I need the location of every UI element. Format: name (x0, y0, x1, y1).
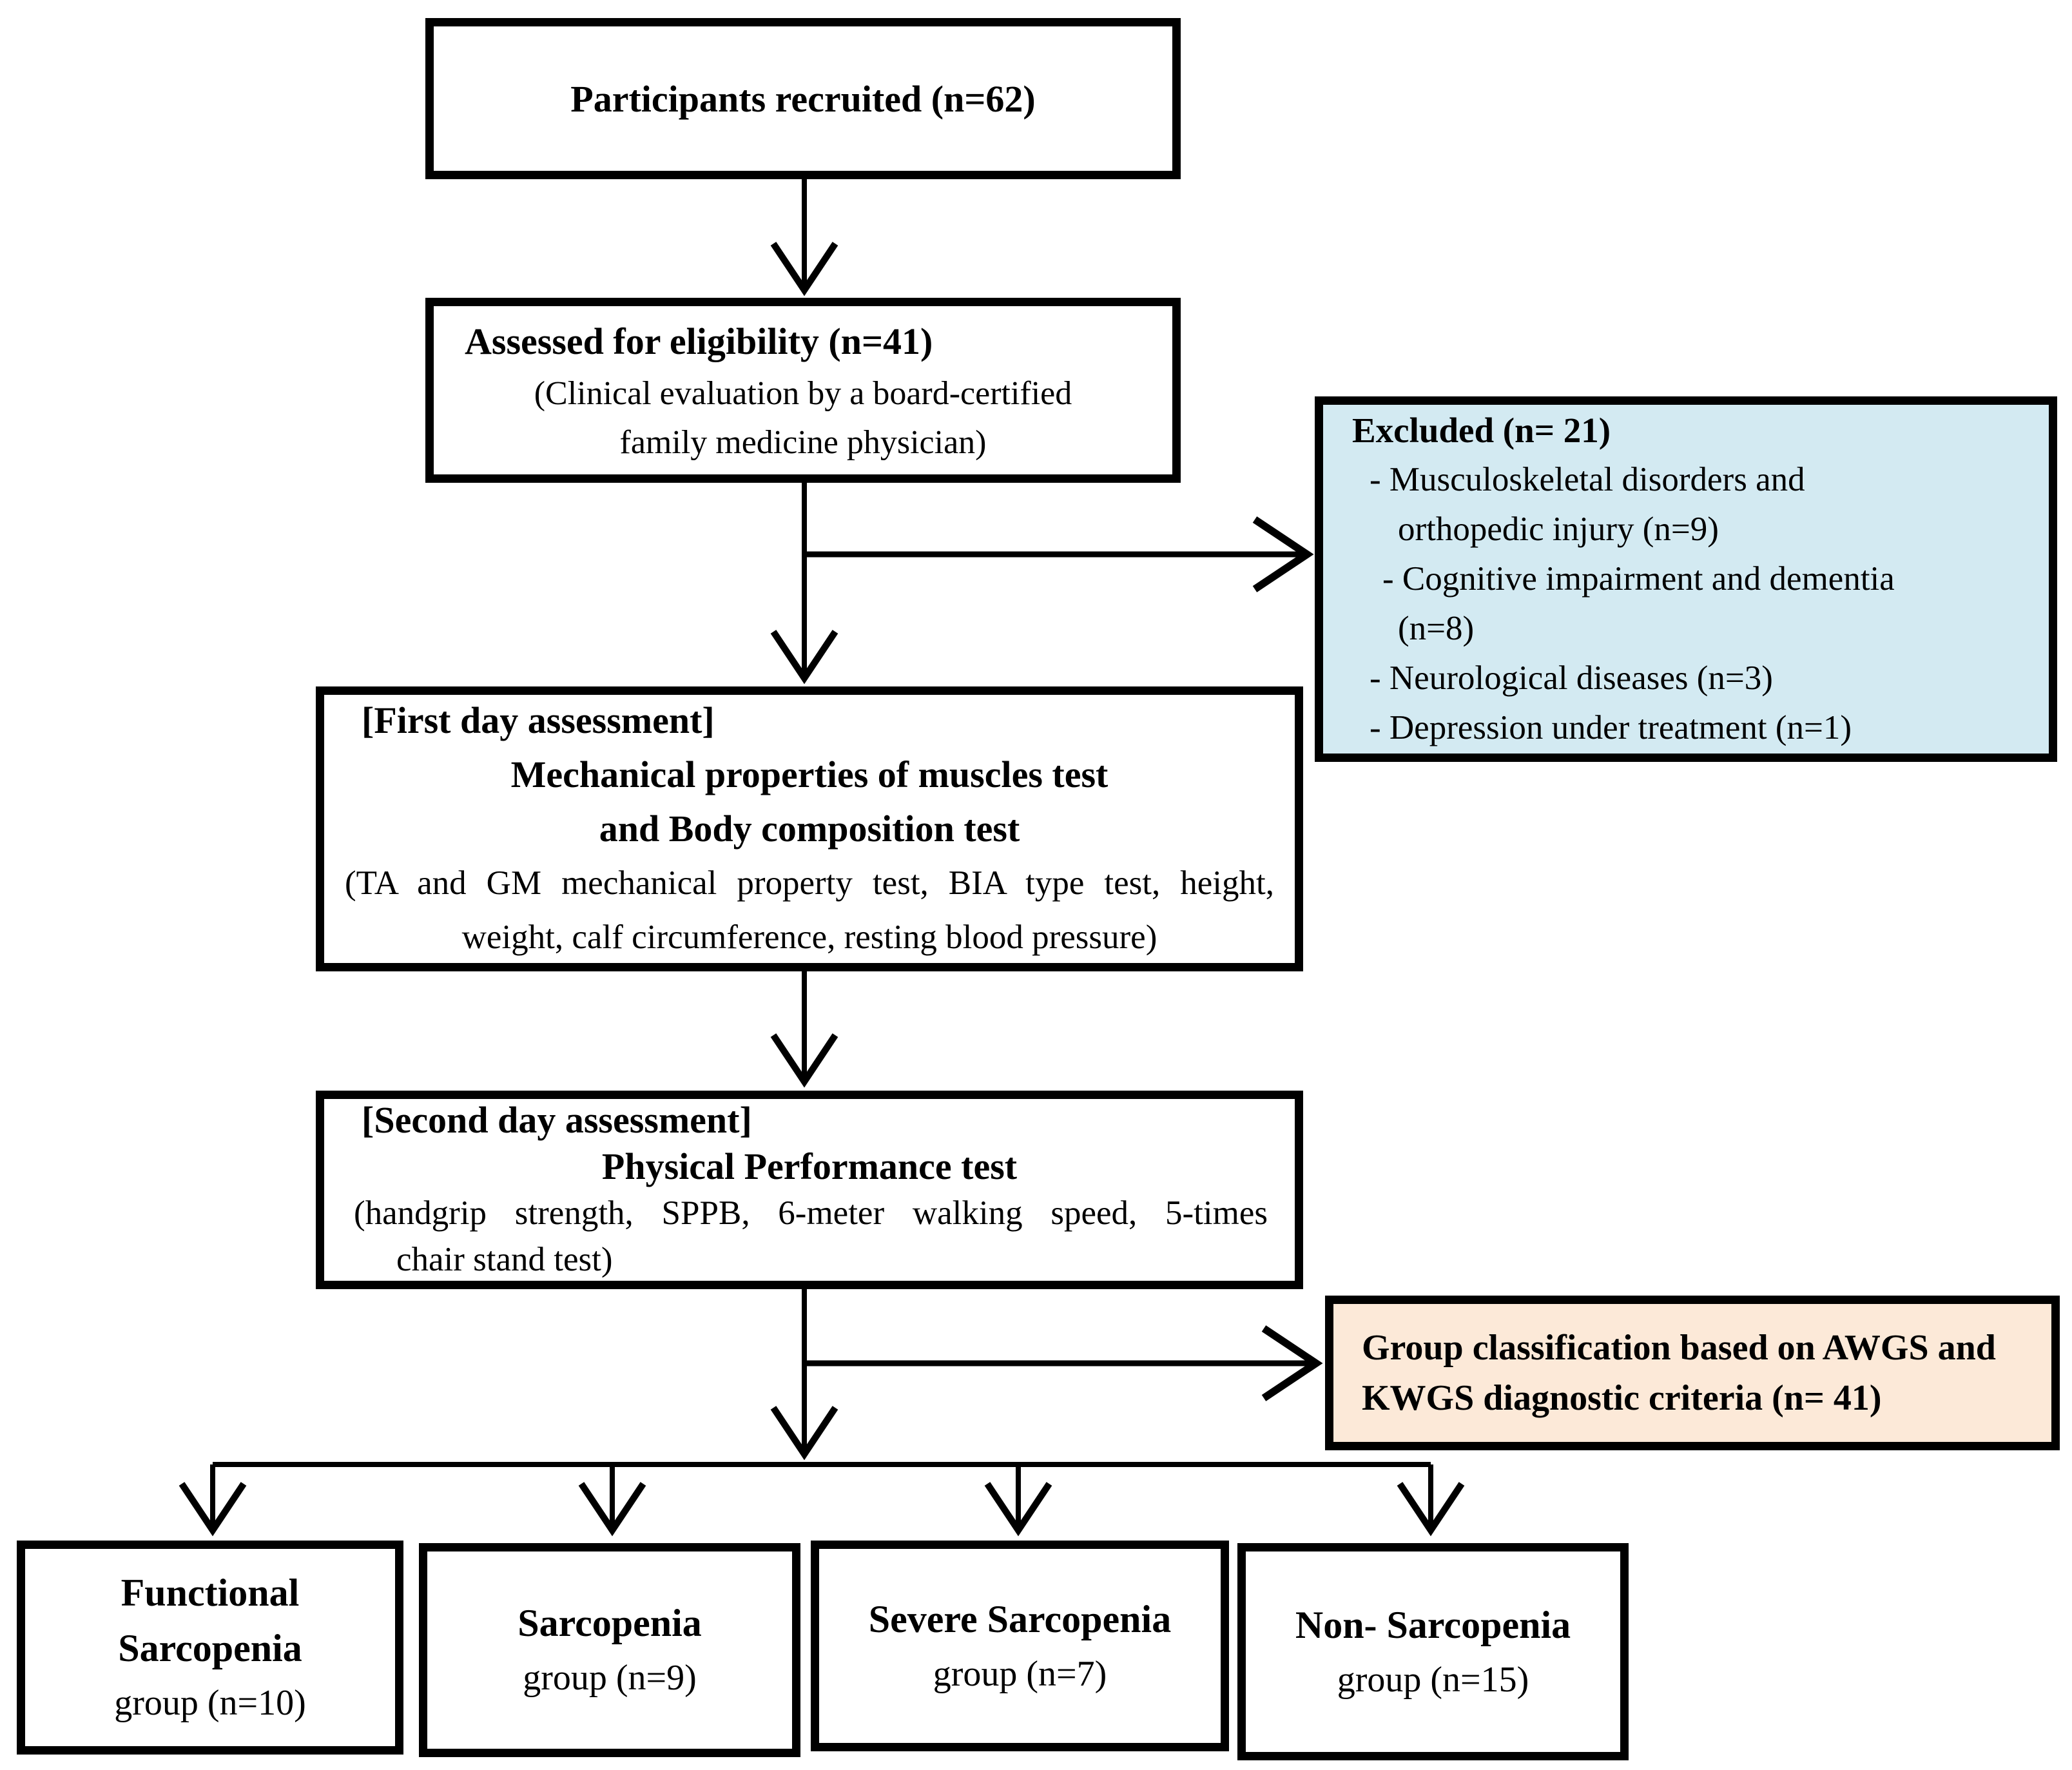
firstday-subtext-line1: (TA and GM mechanical property test, BIA… (345, 864, 1274, 902)
box-group-classification: Group classification based on AWGS and K… (1325, 1296, 2060, 1450)
box-severe-sarcopenia-group: Severe Sarcopenia group (n=7) (811, 1541, 1229, 1751)
box-assessed-for-eligibility: Assessed for eligibility (n=41) (Clinica… (425, 298, 1181, 483)
secondday-title: Physical Performance test (601, 1145, 1018, 1187)
group-count-line: group (n=7) (933, 1653, 1107, 1694)
box-participants-recruited: Participants recruited (n=62) (425, 18, 1181, 179)
excluded-item-line: - Depression under treatment (n=1) (1370, 709, 1852, 746)
firstday-subtext-line2: weight, calf circumference, resting bloo… (461, 919, 1157, 956)
assessed-subtext-line2: family medicine physician) (619, 423, 987, 461)
box-non-sarcopenia-group: Non- Sarcopenia group (n=15) (1237, 1543, 1629, 1760)
excluded-item-line: - Neurological diseases (n=3) (1370, 659, 1773, 697)
classification-line1: Group classification based on AWGS and (1362, 1328, 1996, 1368)
excluded-item-line: - Musculoskeletal disorders and (1370, 461, 1805, 498)
participants-recruited-title: Participants recruited (n=62) (570, 77, 1036, 120)
excluded-item-line: orthopedic injury (n=9) (1398, 511, 1719, 548)
box-first-day-assessment: [First day assessment] Mechanical proper… (316, 686, 1303, 971)
secondday-label: [Second day assessment] (362, 1099, 752, 1141)
secondday-subtext-line2: chair stand test) (396, 1241, 613, 1278)
box-second-day-assessment: [Second day assessment] Physical Perform… (316, 1091, 1303, 1289)
box-excluded: Excluded (n= 21) - Musculoskeletal disor… (1315, 396, 2057, 762)
classification-line2: KWGS diagnostic criteria (n= 41) (1362, 1378, 1882, 1418)
group-count-line: group (n=15) (1337, 1659, 1529, 1700)
firstday-label: [First day assessment] (362, 699, 715, 741)
group-title-line: Sarcopenia (518, 1602, 702, 1644)
box-functional-sarcopenia-group: Functional Sarcopenia group (n=10) (17, 1541, 403, 1755)
group-title-line: Severe Sarcopenia (868, 1597, 1172, 1640)
group-count-line: group (n=10) (114, 1683, 306, 1723)
firstday-title-line2: and Body composition test (599, 808, 1020, 850)
assessed-title: Assessed for eligibility (n=41) (465, 320, 933, 362)
group-title-line: Functional (121, 1571, 300, 1614)
secondday-subtext-line1: (handgrip strength, SPPB, 6-meter walkin… (354, 1194, 1268, 1232)
group-title-line: Non- Sarcopenia (1295, 1603, 1571, 1646)
firstday-title-line1: Mechanical properties of muscles test (510, 754, 1109, 795)
box-sarcopenia-group: Sarcopenia group (n=9) (419, 1543, 800, 1757)
assessed-subtext-line1: (Clinical evaluation by a board-certifie… (534, 374, 1072, 412)
group-title-line: Sarcopenia (118, 1627, 302, 1669)
excluded-title: Excluded (n= 21) (1352, 411, 1611, 450)
group-count-line: group (n=9) (523, 1658, 697, 1698)
excluded-item-line: - Cognitive impairment and dementia (1382, 560, 1895, 598)
excluded-item-line: (n=8) (1398, 610, 1475, 647)
